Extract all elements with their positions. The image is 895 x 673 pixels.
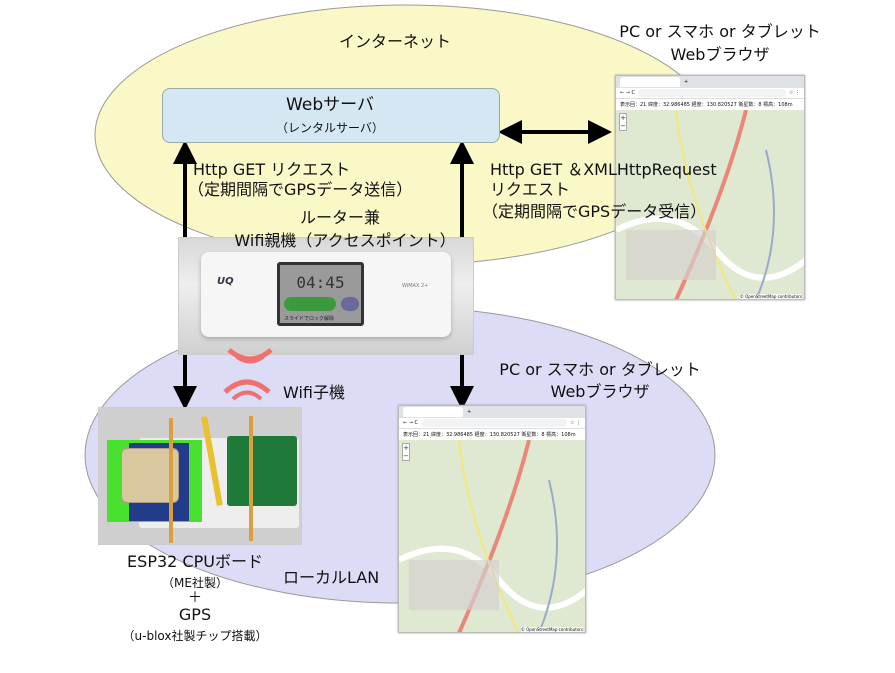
address-bar[interactable] (638, 89, 786, 97)
map-credit: © OpenStreetMap contributors (739, 294, 802, 299)
device-line1: ESP32 CPUボード (127, 552, 263, 571)
browser-tab[interactable] (620, 77, 680, 87)
device-line2: （ME社製） (162, 576, 228, 590)
router-time: 04:45 (296, 273, 345, 292)
download-line2: リクエスト (490, 180, 571, 199)
remote-client-line2: Webブラウザ (670, 45, 770, 64)
router-slide-text: スライドでロック解除 (284, 316, 335, 322)
gps-status-text: 表示回：21 緯度：32.986485 経度：130.820527 衛星数：8 … (403, 432, 576, 438)
device-line3: GPS (178, 605, 212, 624)
router-screen: 04:45 スライドでロック解除 (277, 262, 364, 326)
map-view[interactable]: +− © OpenStreetMap contributors (399, 440, 585, 632)
remote-client-line1: PC or スマホ or タブレット (619, 22, 821, 41)
address-bar[interactable] (421, 419, 567, 427)
device-line4: （u-blox社製チップ搭載） (122, 629, 268, 643)
router-photo: UQ WiMAX 2+ 04:45 スライドでロック解除 (178, 237, 474, 355)
web-server-box (162, 88, 500, 143)
router-line2: Wifi親機（アクセスポイント） (234, 231, 456, 250)
map-zoom-controls[interactable]: +− (619, 113, 627, 131)
gps-status-text: 表示回：21 緯度：32.986485 経度：130.820527 衛星数：8 … (620, 102, 793, 108)
internet-label: インターネット (338, 32, 452, 51)
router-model: WiMAX 2+ (402, 283, 429, 289)
server-subtitle: （レンタルサーバ） (276, 121, 384, 135)
map-zoom-controls[interactable]: +− (402, 443, 410, 461)
download-line3: （定期間隔でGPSデータ受信） (482, 202, 707, 221)
device-plus: ＋ (188, 590, 202, 606)
local-lan-label: ローカルLAN (283, 568, 380, 587)
remote-browser-window: + ← → C☆ ⋮ 表示回：21 緯度：32.986485 経度：130.82… (615, 75, 805, 300)
upload-line1: Http GET リクエスト (193, 160, 351, 179)
local-browser-window: + ← → C☆ ⋮ 表示回：21 緯度：32.986485 経度：130.82… (398, 405, 586, 633)
server-title: Webサーバ (286, 95, 374, 115)
esp32-gps-photo (98, 407, 302, 545)
router-line1: ルーター兼 (299, 208, 381, 227)
upload-line2: （定期間隔でGPSデータ送信） (188, 180, 413, 199)
local-client-line1: PC or スマホ or タブレット (499, 360, 701, 379)
wifi-client-label: Wifi子機 (283, 383, 345, 402)
browser-tab[interactable] (403, 407, 463, 417)
wifi-signal-icon (223, 348, 273, 401)
map-credit: © OpenStreetMap contributors (520, 627, 583, 632)
download-line1: Http GET ＆XMLHttpRequest (490, 160, 717, 179)
map-view[interactable]: +− © OpenStreetMap contributors (616, 110, 804, 299)
router-brand: UQ (217, 276, 234, 287)
local-client-line2: Webブラウザ (550, 382, 650, 401)
